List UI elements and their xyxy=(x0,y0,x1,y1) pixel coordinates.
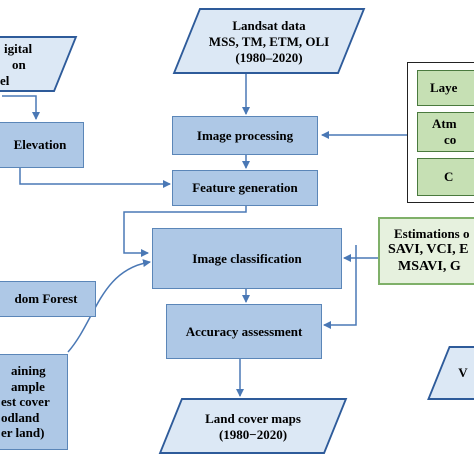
right-panel-item-2-line1: Atm xyxy=(432,116,457,132)
right-panel-item-1-label: Laye xyxy=(430,80,458,96)
right-panel-item-2-line2: co xyxy=(444,132,457,147)
dem-label: igital on el xyxy=(0,38,58,92)
bottom-right-label: V xyxy=(452,346,474,400)
dem-line2: on xyxy=(12,57,26,73)
arrow-dem-to-elevation xyxy=(2,95,40,120)
arrow-feature-to-classification xyxy=(123,206,247,257)
training-line2: ample xyxy=(11,378,45,394)
estimations-box: Estimations o SAVI, VCI, E MSAVI, G xyxy=(378,217,474,285)
land-cover-line1: Land cover maps xyxy=(205,411,301,427)
arrow-training-to-classification xyxy=(67,259,151,353)
dem-line1: igital xyxy=(4,41,33,57)
feature-generation-label: Feature generation xyxy=(192,180,298,196)
random-forest-label: dom Forest xyxy=(14,291,78,307)
image-processing-label: Image processing xyxy=(196,127,294,143)
landsat-line1: Landsat data xyxy=(232,18,306,34)
accuracy-assessment-label: Accuracy assessment xyxy=(185,323,303,339)
image-classification-label: Image classification xyxy=(192,250,302,266)
training-sample-box: aining ample est cover odland er land) xyxy=(0,354,68,450)
right-panel-frame xyxy=(407,62,474,203)
arrow-estimations-to-accuracy xyxy=(323,245,357,329)
land-cover-line2: (1980−2020) xyxy=(218,427,288,442)
estimations-line2: SAVI, VCI, E xyxy=(388,242,469,257)
image-classification-box: Image classification xyxy=(152,228,342,289)
accuracy-assessment-box: Accuracy assessment xyxy=(166,304,322,359)
right-panel-item-3-label: C xyxy=(444,169,454,185)
training-line3: est cover xyxy=(1,394,50,410)
training-line5: er land) xyxy=(1,425,45,441)
elevation-label: Elevation xyxy=(13,137,67,153)
estimations-line3: MSAVI, G xyxy=(398,258,461,274)
estimations-line1: Estimations o xyxy=(394,226,470,242)
training-line4: odland xyxy=(1,409,40,425)
bottom-right-text: V xyxy=(458,365,468,381)
land-cover-maps-label: Land cover maps (1980−2020) xyxy=(170,400,336,454)
right-panel-item-2: Atm co xyxy=(417,112,474,152)
right-panel-item-3: C xyxy=(417,158,474,196)
landsat-data-label: Landsat data MSS, TM, ETM, OLI (1980–202… xyxy=(186,10,352,74)
dem-line3: el xyxy=(0,72,10,88)
image-processing-box: Image processing xyxy=(172,116,318,155)
elevation-box: Elevation xyxy=(0,122,84,168)
feature-generation-box: Feature generation xyxy=(172,170,318,206)
arrow-elevation-to-feature xyxy=(19,168,171,188)
landsat-line2: MSS, TM, ETM, OLI xyxy=(208,34,330,50)
training-line1: aining xyxy=(11,363,46,379)
right-panel-item-1: Laye xyxy=(417,70,474,106)
random-forest-box: dom Forest xyxy=(0,281,96,317)
landsat-line3: (1980–2020) xyxy=(235,49,303,65)
